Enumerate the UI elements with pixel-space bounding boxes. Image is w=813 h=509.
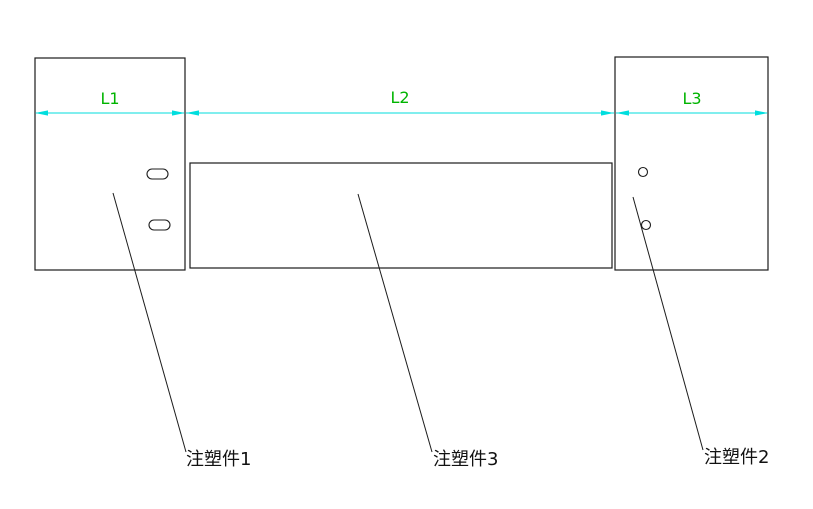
slot-hole-top <box>146 168 169 180</box>
leader-line-part2 <box>632 196 704 451</box>
leader-line-part1 <box>112 192 187 453</box>
l2-arrow-right-icon <box>601 110 614 116</box>
round-hole-top <box>637 166 649 178</box>
l1-arrow-left-icon <box>35 110 48 116</box>
middle-panel-outline <box>189 162 613 269</box>
left-bracket-outline <box>34 57 186 271</box>
l2-arrow-left-icon <box>186 110 199 116</box>
part-label-1: 注塑件1 <box>186 449 251 470</box>
slot-hole-bottom <box>148 219 171 231</box>
leader-line-part3 <box>357 193 433 453</box>
dimension-label-l2: L2 <box>390 88 409 107</box>
dimension-label-l3: L3 <box>682 89 701 108</box>
dimension-label-l1: L1 <box>100 89 119 108</box>
part-label-3: 注塑件3 <box>433 449 498 470</box>
l1-arrow-right-icon <box>172 110 185 116</box>
round-hole-bottom <box>640 219 652 231</box>
part-label-2: 注塑件2 <box>704 447 769 468</box>
l3-arrow-left-icon <box>616 110 629 116</box>
right-bracket-outline <box>614 56 769 271</box>
l3-arrow-right-icon <box>755 110 768 116</box>
